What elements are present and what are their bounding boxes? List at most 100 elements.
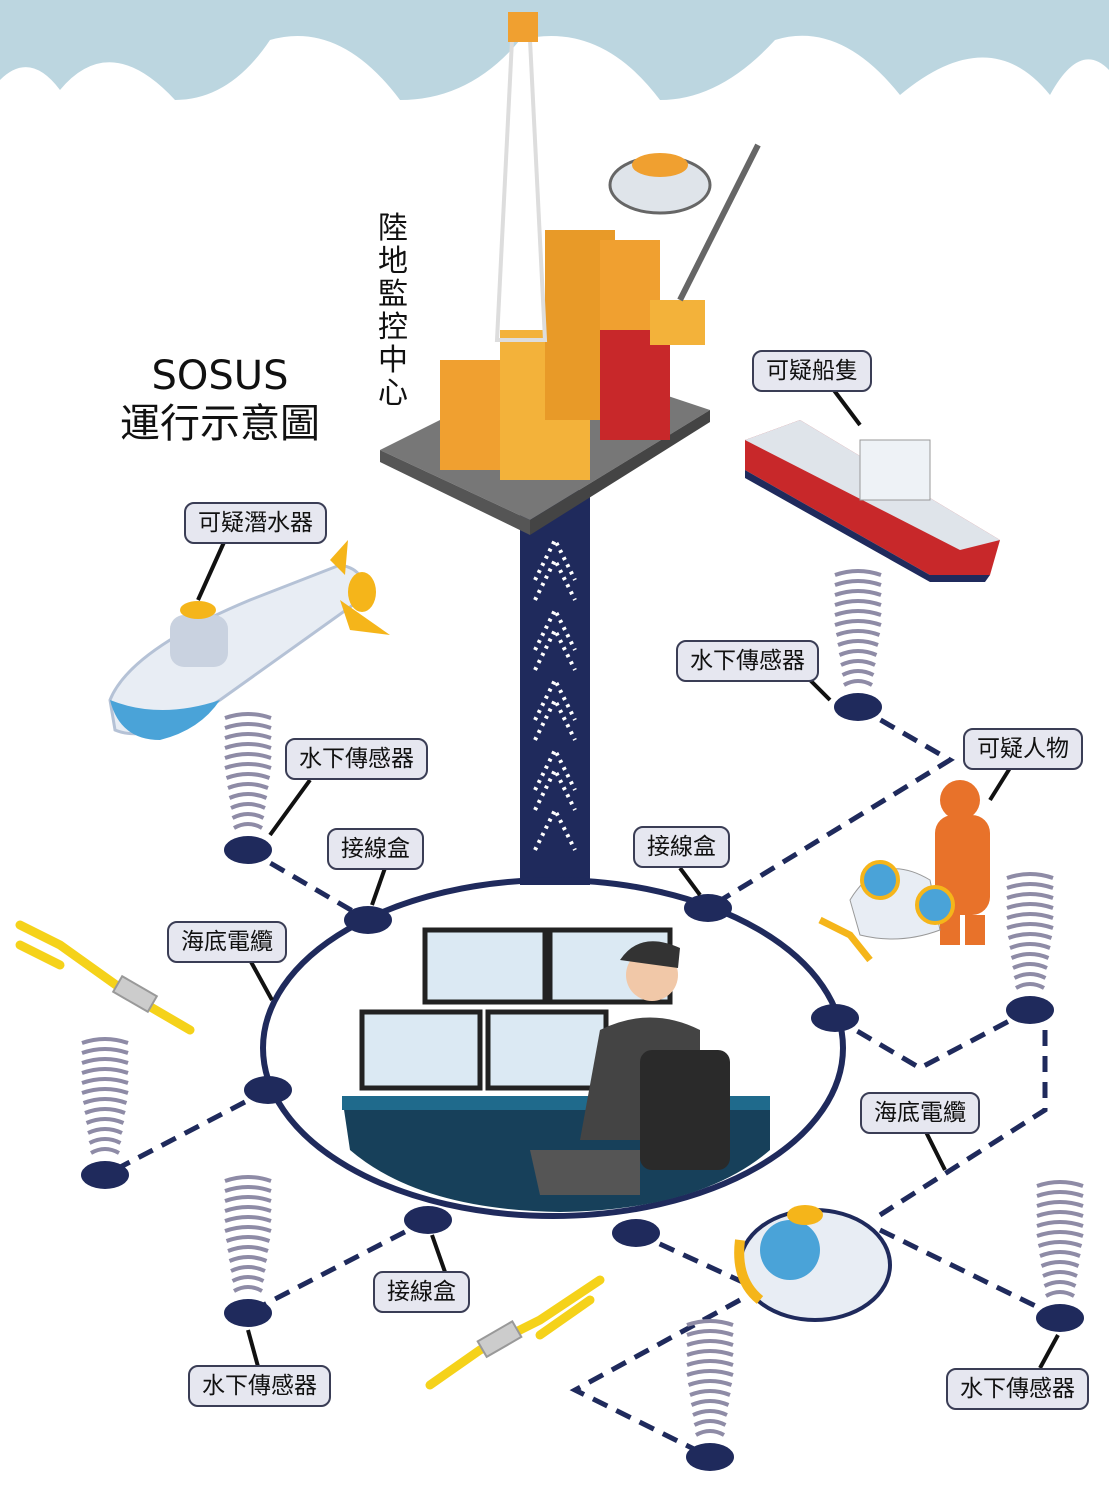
signal-wave	[1010, 952, 1050, 960]
signal-wave	[224, 1175, 272, 1183]
signal-wave	[224, 752, 272, 760]
signal-wave	[835, 629, 881, 637]
sensor	[224, 712, 272, 864]
signal-wave	[233, 822, 263, 830]
label-junction-box: 接線盒	[633, 826, 730, 868]
signal-wave	[1006, 912, 1054, 920]
sensor	[834, 569, 882, 721]
sensor	[1006, 872, 1054, 1024]
title-line-2: 運行示意圖	[120, 401, 320, 447]
signal-wave	[840, 659, 876, 667]
signal-wave	[1012, 962, 1048, 970]
signal-wave	[834, 579, 882, 587]
sensor-base	[1006, 996, 1054, 1024]
signal-wave	[224, 1185, 272, 1193]
diver-illustration-bottom	[425, 1275, 605, 1390]
signal-wave	[689, 1389, 731, 1397]
signal-wave	[693, 1419, 727, 1427]
signal-wave	[1013, 972, 1047, 980]
sensor-base	[1036, 1304, 1084, 1332]
signal-wave	[1036, 1220, 1084, 1228]
label-sensor: 水下傳感器	[676, 640, 819, 682]
signal-wave	[695, 1429, 725, 1437]
sensor	[81, 1037, 129, 1189]
rov-illustration	[734, 1205, 892, 1322]
sensor	[686, 1319, 734, 1471]
signal-wave	[1036, 1190, 1084, 1198]
label-suspicious-person: 可疑人物	[963, 728, 1083, 770]
signal-wave	[1037, 1240, 1083, 1248]
signal-wave	[81, 1087, 129, 1095]
label-suspicious-submersible: 可疑潛水器	[184, 502, 327, 544]
signal-wave	[1006, 882, 1054, 890]
signal-wave	[225, 772, 271, 780]
signal-wave	[233, 1285, 263, 1293]
signal-wave	[231, 1275, 265, 1283]
signal-wave	[81, 1067, 129, 1075]
sensor-base	[834, 693, 882, 721]
signal-wave	[686, 1359, 734, 1367]
label-pointers	[196, 383, 1060, 1404]
signal-wave	[224, 742, 272, 750]
signal-wave	[1007, 932, 1053, 940]
sensor	[224, 1175, 272, 1327]
signal-wave	[85, 1117, 125, 1125]
signal-wave	[84, 1107, 126, 1115]
signal-wave	[81, 1077, 129, 1085]
underwater-sensors	[81, 569, 1084, 1471]
upward-chevrons	[533, 535, 577, 851]
signal-wave	[686, 1339, 734, 1347]
sensor-base	[686, 1443, 734, 1471]
signal-wave	[224, 762, 272, 770]
signal-wave	[686, 1349, 734, 1357]
signal-wave	[230, 802, 266, 810]
signal-wave	[834, 609, 882, 617]
signal-wave	[90, 1147, 120, 1155]
offshore-platform-illustration	[380, 12, 761, 535]
signal-wave	[224, 1205, 272, 1213]
signal-wave	[1045, 1290, 1075, 1298]
signal-wave	[1006, 922, 1054, 930]
diver-illustration-left	[15, 920, 195, 1035]
signal-wave	[224, 712, 272, 720]
sensor	[1036, 1180, 1084, 1332]
signal-wave	[834, 569, 882, 577]
diagram-title: SOSUS 運行示意圖	[120, 352, 320, 448]
signal-wave	[690, 1399, 730, 1407]
signal-wave	[1036, 1210, 1084, 1218]
signal-wave	[81, 1047, 129, 1055]
signal-wave	[686, 1329, 734, 1337]
signal-wave	[1039, 1250, 1081, 1258]
sensor-base	[224, 836, 272, 864]
control-center-label: 陸地監控中心	[378, 211, 408, 411]
monitoring-station-illustration	[342, 927, 770, 1212]
signal-wave	[1040, 1260, 1080, 1268]
signal-wave	[224, 1215, 272, 1223]
suspicious-submersible-illustration	[108, 540, 390, 740]
signal-wave	[227, 782, 269, 790]
signal-wave	[1043, 1280, 1077, 1288]
signal-wave	[1042, 1270, 1078, 1278]
label-sensor: 水下傳感器	[946, 1368, 1089, 1410]
title-line-1: SOSUS	[151, 353, 289, 399]
signal-wave	[834, 589, 882, 597]
seafloor-cable-ring	[260, 877, 846, 1219]
signal-wave	[692, 1409, 728, 1417]
signal-wave	[225, 1235, 271, 1243]
signal-wave	[1015, 982, 1045, 990]
signal-wave	[224, 1195, 272, 1203]
sensor-base	[224, 1299, 272, 1327]
signal-wave	[231, 812, 265, 820]
signal-wave	[1036, 1200, 1084, 1208]
signal-wave	[686, 1369, 734, 1377]
label-junction-box: 接線盒	[373, 1271, 470, 1313]
signal-wave	[834, 599, 882, 607]
signal-wave	[81, 1057, 129, 1065]
sensor-base	[81, 1161, 129, 1189]
signal-wave	[224, 1225, 272, 1233]
signal-wave	[841, 669, 875, 677]
label-seafloor-cable: 海底電纜	[860, 1092, 980, 1134]
label-sensor: 水下傳感器	[188, 1365, 331, 1407]
